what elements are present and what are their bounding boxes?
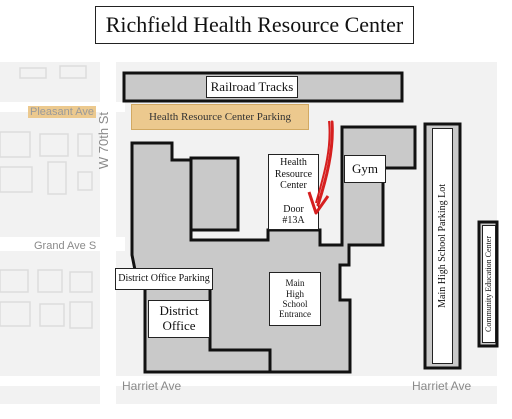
railroad-tracks-label: Railroad Tracks (206, 76, 298, 98)
district-office-parking-label: District Office Parking (115, 268, 213, 290)
district-office-label: District Office (148, 300, 210, 338)
main-high-school-entrance-label: Main High School Entrance (269, 272, 321, 326)
gym-label: Gym (344, 155, 386, 183)
health-resource-center-label: Health Resource Center Door #13A (268, 154, 319, 230)
hrc-parking-label: Health Resource Center Parking (131, 104, 309, 130)
street-label-pleasant: Pleasant Ave (28, 106, 97, 118)
community-education-center-label: Community Education Center (482, 225, 496, 343)
map-title: Richfield Health Resource Center (95, 6, 414, 44)
street-label-harriet-left: Harriet Ave (122, 379, 182, 393)
street-label-grand: Grand Ave S (34, 240, 97, 252)
high-school-lot-label: Main High School Parking Lot (432, 128, 453, 364)
inner-courtyard-building (189, 156, 240, 232)
street-label-harriet-right: Harriet Ave (412, 379, 472, 393)
